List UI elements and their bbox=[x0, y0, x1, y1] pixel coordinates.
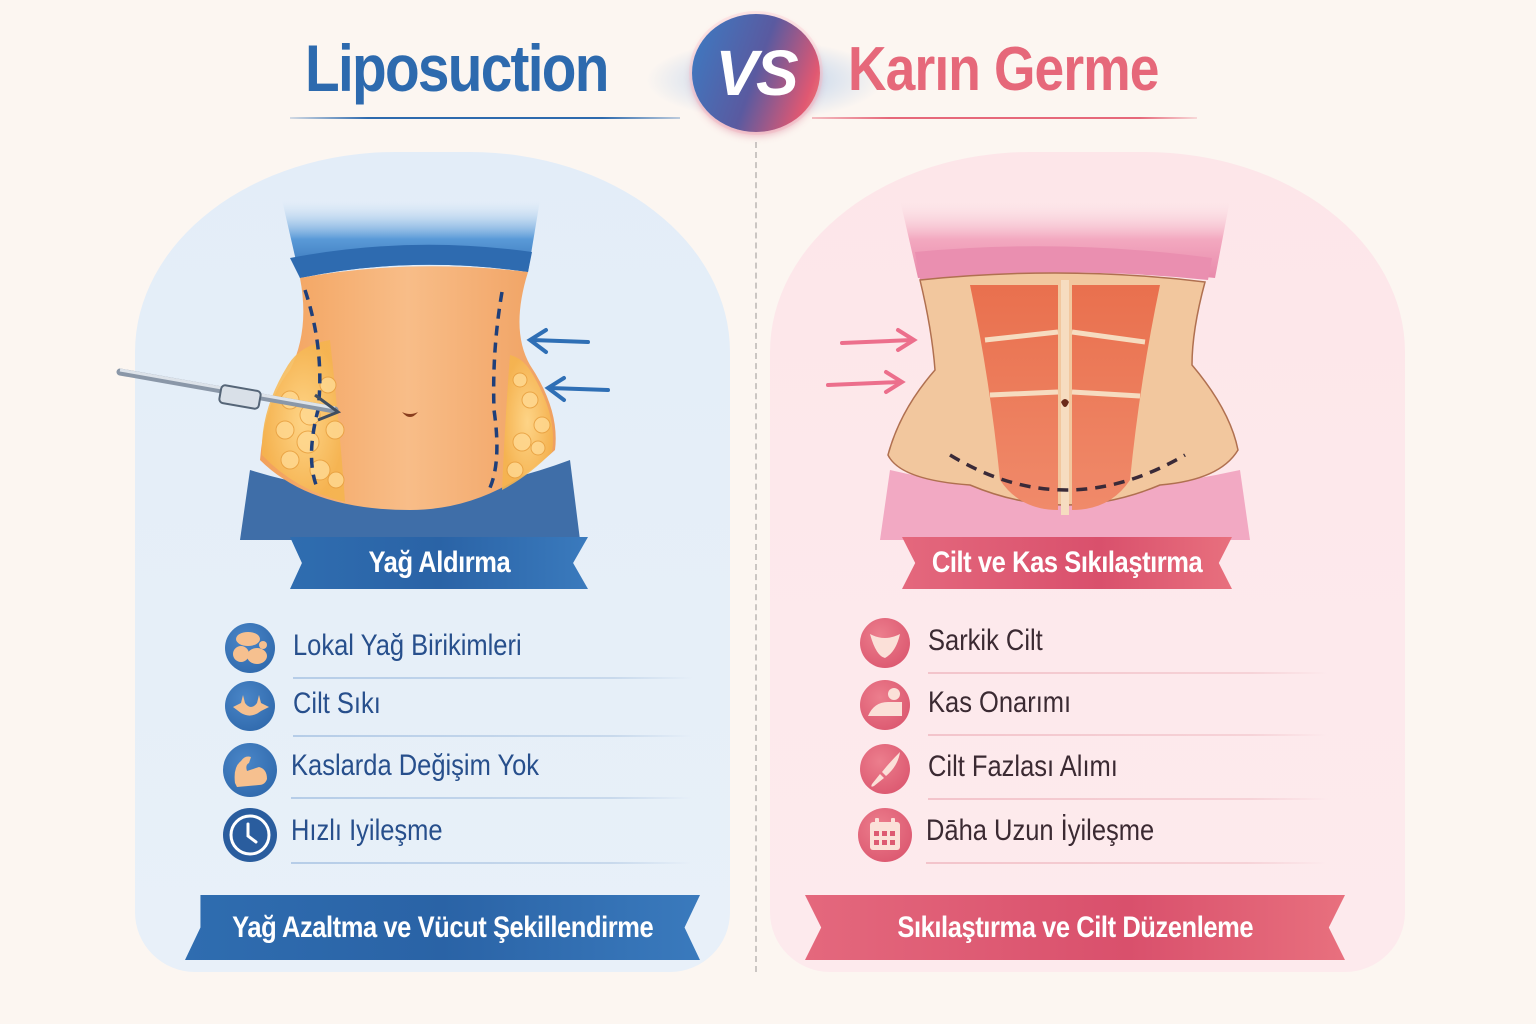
list-item: Kaslarda Değişim Yok bbox=[223, 743, 693, 803]
item-divider bbox=[291, 862, 691, 864]
item-divider bbox=[293, 677, 693, 679]
item-label: Sarkik Cilt bbox=[928, 624, 1043, 657]
item-divider bbox=[928, 734, 1328, 736]
list-item: Cilt Fazlası Alımı bbox=[860, 744, 1330, 804]
center-divider bbox=[755, 142, 757, 972]
item-divider bbox=[928, 798, 1328, 800]
item-label: Cilt Fazlası Alımı bbox=[928, 750, 1118, 783]
list-item: Lokal Yağ Birikimleri bbox=[225, 623, 695, 683]
item-label: Kas Onarımı bbox=[928, 686, 1072, 719]
calendar-icon bbox=[858, 808, 912, 862]
liposuction-title: Liposuction bbox=[305, 31, 609, 105]
skin-muscle-tightening-ribbon: Cilt ve Kas Sıkılaştırma bbox=[902, 537, 1232, 589]
title-underline-right bbox=[812, 117, 1197, 119]
tummy-tuck-title: Karın Germe bbox=[848, 35, 1159, 104]
liposuction-summary-label: Yağ Azaltma ve Vücut Şekillendirme bbox=[231, 910, 654, 944]
fat-removal-label: Yağ Aldırma bbox=[368, 546, 510, 579]
fat-removal-ribbon: Yağ Aldırma bbox=[290, 537, 588, 589]
vs-badge: VS bbox=[692, 14, 820, 132]
list-item: Dāha Uzun İyileşme bbox=[858, 808, 1328, 868]
item-label: Lokal Yağ Birikimleri bbox=[293, 629, 522, 662]
list-item: Kas Onarımı bbox=[860, 680, 1330, 740]
item-label: Hızlı Iyileşme bbox=[291, 814, 443, 847]
tight-skin-icon bbox=[225, 681, 275, 731]
item-divider bbox=[928, 672, 1328, 674]
sagging-skin-icon bbox=[860, 618, 910, 668]
title-underline-left bbox=[290, 117, 680, 119]
muscle-repair-icon bbox=[860, 680, 910, 730]
item-divider bbox=[293, 735, 693, 737]
list-item: Cilt Sıkı bbox=[225, 681, 695, 741]
vs-label: VS bbox=[715, 37, 798, 109]
list-item: Hızlı Iyileşme bbox=[223, 808, 693, 868]
tummy-tuck-abdomen-illustration bbox=[826, 200, 1250, 540]
flexed-arm-icon bbox=[223, 743, 277, 797]
item-label: Dāha Uzun İyileşme bbox=[926, 814, 1155, 847]
list-item: Sarkik Cilt bbox=[860, 618, 1330, 678]
liposuction-abdomen-illustration bbox=[116, 200, 610, 540]
clock-icon bbox=[223, 808, 277, 862]
tummy-tuck-summary-ribbon: Sıkılaştırma ve Cilt Düzenleme bbox=[805, 895, 1345, 960]
liposuction-summary-ribbon: Yağ Azaltma ve Vücut Şekillendirme bbox=[185, 895, 700, 960]
item-label: Cilt Sıkı bbox=[293, 687, 381, 720]
scalpel-icon bbox=[860, 744, 910, 794]
fat-cells-icon bbox=[225, 623, 275, 673]
skin-muscle-tightening-label: Cilt ve Kas Sıkılaştırma bbox=[931, 546, 1203, 579]
item-divider bbox=[926, 862, 1326, 864]
item-divider bbox=[291, 797, 691, 799]
tummy-tuck-summary-label: Sıkılaştırma ve Cilt Düzenleme bbox=[897, 910, 1253, 944]
item-label: Kaslarda Değişim Yok bbox=[291, 749, 540, 782]
